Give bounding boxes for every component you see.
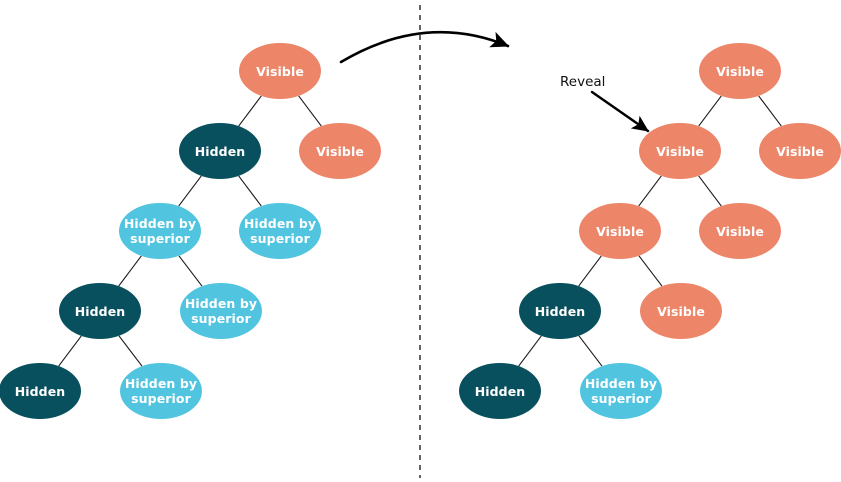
tree-node-visible[interactable]: Visible	[640, 283, 722, 339]
tree-node-label: Visible	[596, 223, 644, 239]
tree-node-label: Visible	[657, 303, 705, 319]
tree-node-label: Hidden by superior	[124, 376, 198, 406]
tree-node-label: Visible	[716, 63, 764, 79]
tree-node-visible[interactable]: Visible	[639, 123, 721, 179]
tree-node-label: Hidden by superior	[243, 216, 317, 246]
tree-node-visible[interactable]: Visible	[299, 123, 381, 179]
tree-node-label: Visible	[316, 143, 364, 159]
tree-node-hidden-by-superior[interactable]: Hidden by superior	[180, 283, 262, 339]
tree-node-label: Hidden	[534, 303, 586, 319]
tree-node-label: Hidden	[474, 383, 526, 399]
tree-node-label: Visible	[656, 143, 704, 159]
tree-node-visible[interactable]: Visible	[699, 43, 781, 99]
tree-node-hidden[interactable]: Hidden	[519, 283, 601, 339]
tree-node-hidden[interactable]: Hidden	[459, 363, 541, 419]
reveal-annotation-label: Reveal	[560, 74, 606, 90]
tree-node-visible[interactable]: Visible	[579, 203, 661, 259]
tree-node-hidden-by-superior[interactable]: Hidden by superior	[580, 363, 662, 419]
tree-node-visible[interactable]: Visible	[239, 43, 321, 99]
tree-node-label: Hidden by superior	[184, 296, 258, 326]
tree-node-hidden[interactable]: Hidden	[179, 123, 261, 179]
tree-node-label: Hidden	[194, 143, 246, 159]
tree-node-label: Visible	[256, 63, 304, 79]
tree-node-label: Hidden by superior	[123, 216, 197, 246]
tree-node-label: Hidden by superior	[584, 376, 658, 406]
tree-node-hidden-by-superior[interactable]: Hidden by superior	[239, 203, 321, 259]
tree-node-visible[interactable]: Visible	[699, 203, 781, 259]
tree-node-label: Visible	[776, 143, 824, 159]
tree-node-hidden[interactable]: Hidden	[0, 363, 81, 419]
tree-node-hidden-by-superior[interactable]: Hidden by superior	[120, 363, 202, 419]
tree-node-label: Visible	[716, 223, 764, 239]
tree-node-hidden[interactable]: Hidden	[59, 283, 141, 339]
tree-node-label: Hidden	[74, 303, 126, 319]
tree-node-visible[interactable]: Visible	[759, 123, 841, 179]
tree-node-hidden-by-superior[interactable]: Hidden by superior	[119, 203, 201, 259]
tree-node-label: Hidden	[14, 383, 66, 399]
